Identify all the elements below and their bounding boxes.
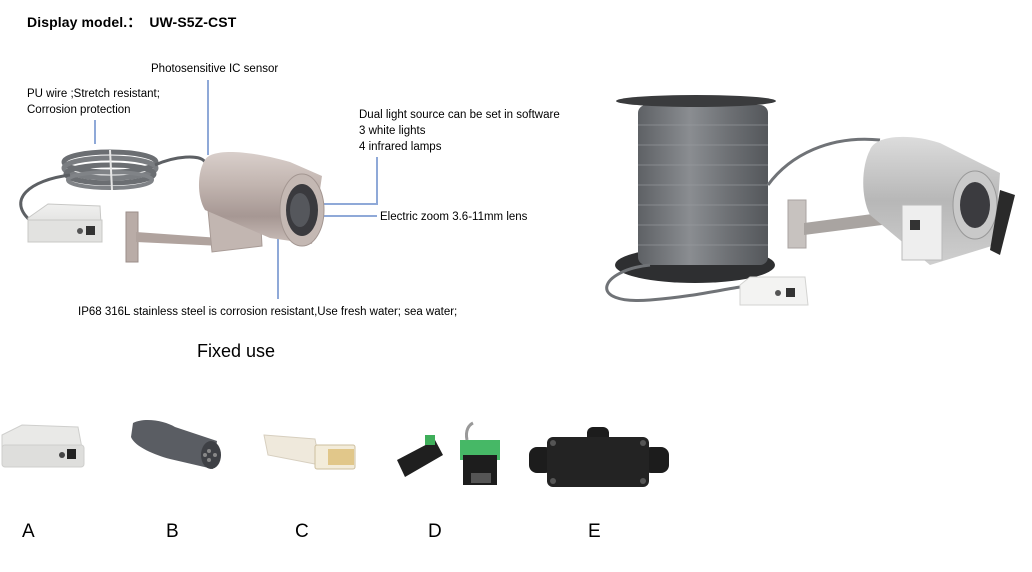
junction-box-icon	[27, 203, 103, 243]
accessory-a-image	[1, 424, 85, 468]
annotation-wire-line1: PU wire ;Stretch resistant;	[27, 88, 160, 100]
mount-bracket-icon	[787, 199, 882, 249]
rj45-plug-icon	[263, 434, 356, 470]
accessory-d-image	[397, 421, 500, 485]
camera-housing-icon	[198, 152, 325, 247]
accessory-e-label: E	[588, 521, 601, 542]
annotation-wire: PU wire ;Stretch resistant; Corrosion pr…	[27, 86, 160, 118]
accessory-b-image	[131, 420, 221, 469]
accessory-c-image	[263, 434, 356, 470]
leader-line-lens	[307, 215, 377, 217]
annotation-wire-line2: Corrosion protection	[27, 104, 131, 116]
leader-line-wire	[94, 120, 96, 144]
leader-line-sensor	[207, 80, 209, 155]
dc-terminal-adapter-icon	[397, 421, 500, 485]
annotation-housing: IP68 316L stainless steel is corrosion r…	[78, 306, 458, 318]
display-model-value: UW-S5Z-CST	[149, 14, 237, 30]
display-model-title: Display model.： UW-S5Z-CST	[27, 12, 236, 32]
leader-line-housing	[277, 237, 279, 299]
accessory-a-label: A	[22, 521, 35, 542]
cable-coil-icon	[19, 149, 207, 224]
accessory-d-label: D	[428, 521, 442, 542]
junction-box-icon	[1, 424, 85, 468]
annotation-sensor: Photosensitive IC sensor	[151, 63, 279, 75]
waterproof-junction-box-icon	[529, 427, 669, 487]
camera-product-image-reel	[605, 95, 1015, 306]
annotation-lens: Electric zoom 3.6-11mm lens	[380, 211, 528, 223]
cable-reel-icon	[605, 95, 881, 302]
leader-line-light-horizontal	[310, 203, 378, 205]
annotation-light-line3: 4 infrared lamps	[359, 141, 442, 153]
annotation-light-line1: Dual light source can be set in software	[359, 109, 560, 121]
accessory-e-image	[529, 427, 669, 487]
accessory-c-label: C	[295, 521, 309, 542]
camera-housing-icon	[863, 136, 1015, 265]
annotation-light: Dual light source can be set in software…	[359, 107, 560, 155]
accessory-b-label: B	[166, 521, 179, 542]
display-model-label: Display model.：	[27, 14, 142, 30]
annotation-light-line2: 3 white lights	[359, 125, 426, 137]
caption-fixed-use: Fixed use	[197, 341, 276, 361]
junction-box-icon	[739, 276, 809, 306]
waterproof-connector-icon	[131, 420, 221, 469]
camera-product-image-fixed	[19, 149, 325, 263]
leader-line-light-vertical	[376, 157, 378, 205]
